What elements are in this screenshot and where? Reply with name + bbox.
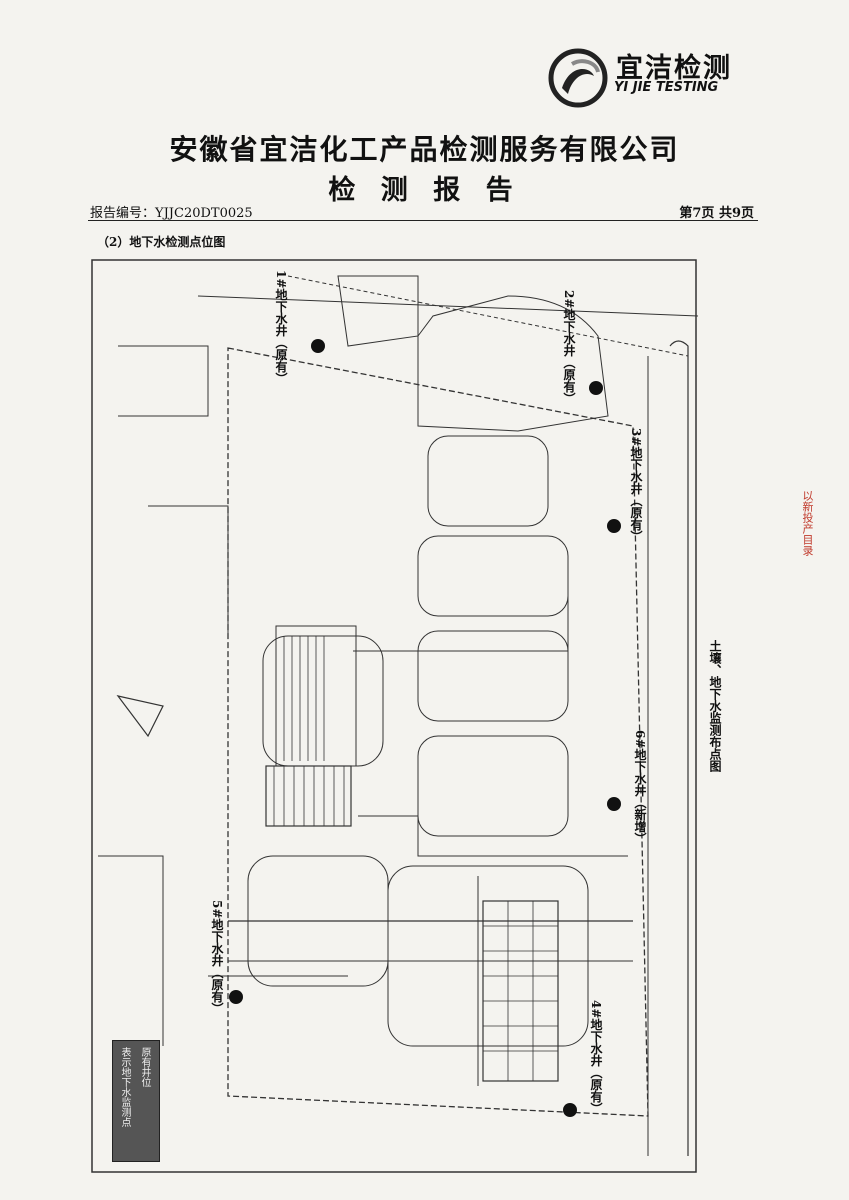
well-2-label: 2#地下水井（原有） [562, 290, 576, 405]
well-3-label: 3#地下水井（原有） [629, 428, 643, 543]
logo-text-en: YI JIE TESTING [614, 80, 719, 95]
legend-box: 表示地下水监测点 原有井位 [112, 1040, 160, 1162]
well-5-label: 5#地下水井（原有） [210, 900, 224, 1015]
well-4-marker [563, 1103, 577, 1117]
legend-line-2: 原有井位 [139, 1047, 150, 1087]
well-6-label: 6#地下水井（新增） [633, 730, 647, 845]
logo-text-cn: 宜洁检测 [616, 53, 732, 84]
well-2-marker [589, 381, 603, 395]
header-divider [88, 220, 758, 221]
logo-swirl-icon [548, 48, 608, 108]
well-1-marker [311, 339, 325, 353]
legend-line-1: 表示地下水监测点 [119, 1047, 130, 1127]
well-1-label: 1#地下水井（原有） [274, 270, 288, 385]
well-6-marker [607, 797, 621, 811]
drawing-frame [91, 259, 697, 1173]
company-name: 安徽省宜洁化工产品检测服务有限公司 [169, 133, 680, 166]
company-logo: 宜洁检测 YI JIE TESTING [548, 44, 748, 124]
well-5-marker [229, 990, 243, 1004]
drawing-caption: 土壤、地下水监测布点图 [708, 640, 722, 772]
report-number: 报告编号：YJJC20DT0025 [90, 206, 253, 221]
section-title: （2）地下水检测点位图 [97, 235, 226, 249]
page-number: 第7页 共9页 [679, 206, 754, 221]
well-4-label: 4#地下水井（原有） [589, 1000, 603, 1115]
document-title: 检 测 报 告 [328, 175, 521, 206]
well-markers [229, 339, 621, 1117]
site-plan-drawing [91, 259, 699, 1173]
red-stamp-text: 以新投产目录 [801, 490, 814, 556]
well-3-marker [607, 519, 621, 533]
